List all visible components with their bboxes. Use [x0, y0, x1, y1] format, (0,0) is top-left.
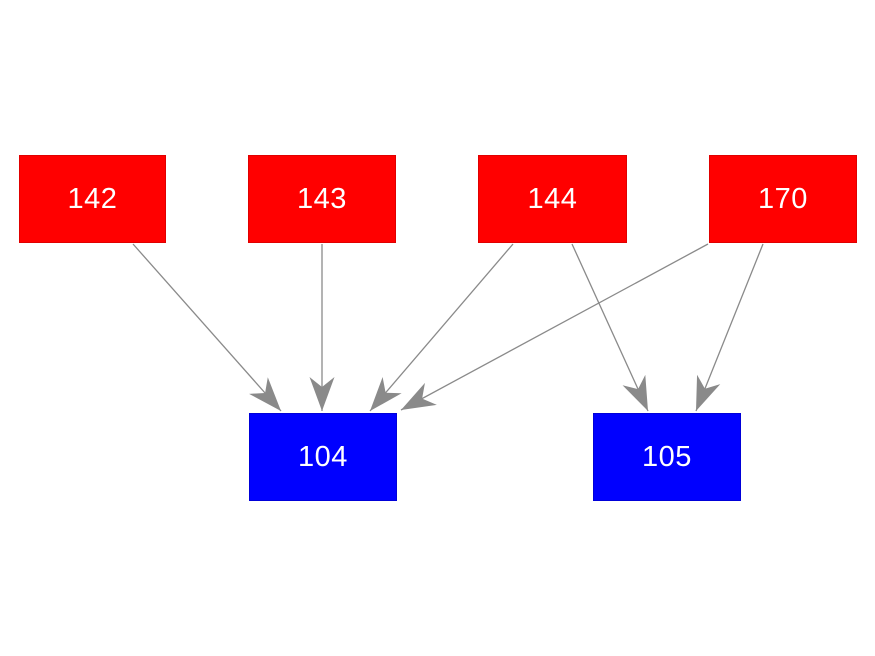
edge-144-105 [571, 243, 649, 412]
edge-line [369, 243, 514, 412]
edge-170-105 [695, 243, 764, 412]
node-label: 143 [297, 182, 347, 215]
edge-144-104 [369, 243, 514, 412]
node-label: 105 [642, 440, 692, 473]
graph-node-144[interactable]: 144 [478, 155, 627, 243]
arrowhead-icon [401, 382, 437, 410]
graph-node-142[interactable]: 142 [19, 155, 166, 243]
arrowhead-icon [370, 377, 402, 411]
edge-142-104 [132, 243, 282, 412]
graph-node-143[interactable]: 143 [248, 155, 396, 243]
graph-node-170[interactable]: 170 [709, 155, 857, 243]
edge-143-104 [309, 244, 335, 411]
node-label: 170 [758, 182, 808, 215]
node-label: 144 [527, 182, 578, 215]
graph-node-104[interactable]: 104 [249, 413, 397, 501]
arrowhead-icon [309, 377, 335, 411]
edge-line [695, 243, 764, 412]
edge-line [400, 243, 709, 411]
edge-line [132, 243, 282, 412]
arrowhead-icon [249, 377, 281, 411]
node-label: 142 [67, 182, 118, 215]
graph-node-105[interactable]: 105 [593, 413, 741, 501]
edge-line [571, 243, 649, 412]
arrowhead-icon [622, 374, 648, 411]
edge-170-104 [400, 243, 709, 411]
node-label: 104 [298, 440, 348, 473]
arrowhead-icon [696, 374, 721, 411]
